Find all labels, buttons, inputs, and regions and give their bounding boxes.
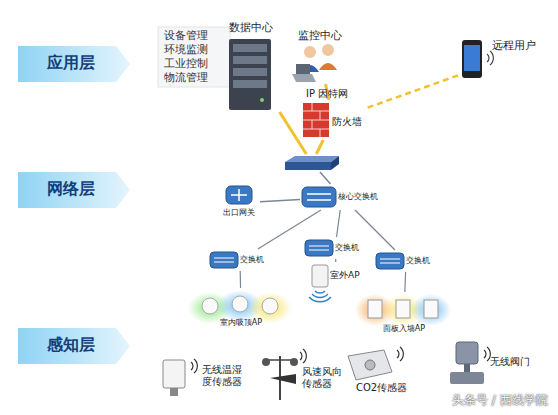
node-label: 核心交换机: [338, 192, 384, 201]
node-label: 交换机: [240, 255, 272, 264]
ap-node: 室外AP: [308, 262, 366, 304]
list-item: 环境监测: [164, 44, 208, 57]
list-item: 设备管理: [164, 30, 208, 43]
node-label: 风速风向传感器: [302, 366, 344, 389]
switch-node: 交换机: [374, 250, 438, 272]
node-label: 数据中心: [222, 22, 280, 35]
node-label: 防火墙: [332, 116, 366, 128]
list-item: 工业控制: [164, 58, 208, 71]
layer-band: 感知层: [18, 328, 130, 364]
network-link: [320, 172, 331, 184]
node-label: 交换机: [335, 243, 367, 252]
sensor-node: CO2传感器: [340, 342, 426, 404]
network-link: [366, 75, 458, 108]
sensor-node: 无线阀门: [446, 340, 542, 388]
firewall-node: 防火墙: [300, 100, 366, 140]
node-label: 监控中心: [288, 30, 352, 43]
monitor-node: 监控中心: [288, 30, 352, 84]
list-item: 物流管理: [164, 72, 208, 85]
band-outline: [18, 328, 130, 364]
node-label: 远程用户: [492, 40, 550, 53]
network-label: IP 因特网: [306, 88, 348, 100]
node-label: 无线阀门: [490, 356, 540, 368]
network-link: [337, 210, 341, 237]
sensor-node: 风速风向传感器: [256, 346, 346, 402]
node-label: 面板入墙AP: [354, 324, 454, 333]
node-label: 无线温湿度传感器: [202, 364, 248, 387]
network-link: [316, 140, 323, 154]
network-link: [335, 259, 336, 262]
network-link: [280, 112, 307, 154]
node-label: 网络层: [26, 180, 116, 198]
layer-band: 网络层: [18, 172, 130, 208]
switch-node: 交换机: [303, 237, 367, 259]
gateway-node: 出口网关: [218, 184, 260, 222]
network-link: [240, 271, 242, 288]
node-label: 室外AP: [330, 270, 366, 280]
node-label: 交换机: [406, 256, 438, 265]
watermark: 头条号 / 西线学院: [452, 394, 548, 408]
network-link: [355, 210, 395, 250]
node-label: 应用层: [26, 54, 116, 72]
ap-group: 室内吸顶AP: [190, 288, 292, 332]
band-outline: [18, 172, 130, 208]
network-link: [260, 199, 300, 201]
switch-node: 交换机: [208, 249, 272, 271]
switch-node: [283, 154, 341, 172]
band-outline: [18, 46, 130, 82]
layer-band: 应用层: [18, 46, 130, 82]
core-switch-node: 核心交换机: [300, 184, 384, 210]
node-label: 出口网关: [218, 208, 260, 217]
user-node: 远程用户: [458, 36, 550, 82]
node-label: 感知层: [26, 336, 116, 354]
sensor-node: 无线温湿度传感器: [158, 352, 264, 396]
ap-group: 面板入墙AP: [354, 292, 454, 338]
network-link: [404, 272, 406, 292]
node-label: 室内吸顶AP: [190, 318, 292, 327]
server-node: 数据中心: [222, 22, 280, 112]
node-label: CO2传感器: [356, 382, 420, 394]
